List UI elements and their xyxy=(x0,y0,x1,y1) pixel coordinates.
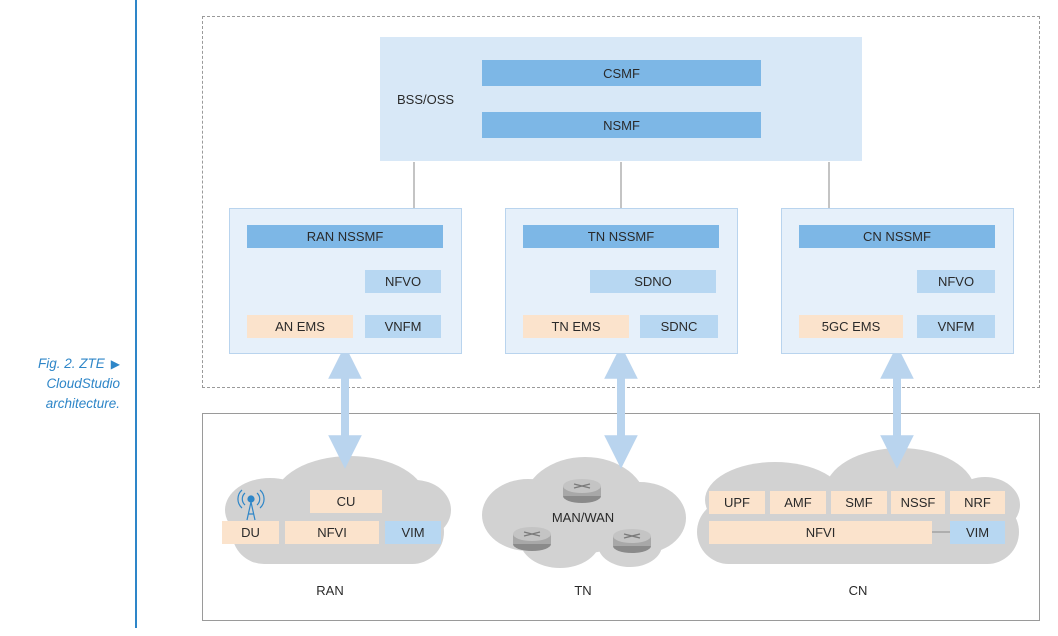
caption-line-2: CloudStudio xyxy=(46,376,120,391)
ran-nfvo-box: NFVO xyxy=(365,270,441,293)
nssf-box: NSSF xyxy=(891,491,945,514)
ran-vim-box: VIM xyxy=(385,521,441,544)
cn-domain-label: CN xyxy=(848,582,868,598)
nrf-box: NRF xyxy=(950,491,1005,514)
router-icon xyxy=(513,527,551,551)
interlayer-arrows xyxy=(328,345,914,469)
caption-line-1: Fig. 2. ZTE xyxy=(38,356,105,371)
bss-oss-panel xyxy=(380,37,862,161)
ran-nfvi-box: NFVI xyxy=(285,521,379,544)
tn-domain-label: TN xyxy=(574,582,592,598)
cn-vnfm-box: VNFM xyxy=(917,315,995,338)
fivegc-ems-box: 5GC EMS xyxy=(799,315,903,338)
cn-nfvo-box: NFVO xyxy=(917,270,995,293)
caption-line-3: architecture. xyxy=(45,396,120,411)
figure-caption: Fig. 2. ZTE ▶ CloudStudio architecture. xyxy=(8,354,120,414)
ran-domain-label: RAN xyxy=(316,582,344,598)
man-wan-label: MAN/WAN xyxy=(551,509,615,525)
tn-nssmf-title: TN NSSMF xyxy=(523,225,719,248)
router-icon xyxy=(563,479,601,503)
an-ems-box: AN EMS xyxy=(247,315,353,338)
caption-arrow-icon: ▶ xyxy=(110,357,120,371)
cu-box: CU xyxy=(310,490,382,513)
csmf-box: CSMF xyxy=(482,60,761,86)
tn-ems-box: TN EMS xyxy=(523,315,629,338)
ran-vnfm-box: VNFM xyxy=(365,315,441,338)
cn-nfvi-box: NFVI xyxy=(709,521,932,544)
cn-nssmf-title: CN NSSMF xyxy=(799,225,995,248)
nsmf-box: NSMF xyxy=(482,112,761,138)
sdno-box: SDNO xyxy=(590,270,716,293)
antenna-icon xyxy=(237,489,265,521)
caption-divider xyxy=(135,0,137,628)
sdnc-box: SDNC xyxy=(640,315,718,338)
router-icon xyxy=(613,529,651,553)
amf-box: AMF xyxy=(770,491,826,514)
cn-vim-box: VIM xyxy=(950,521,1005,544)
bss-oss-label: BSS/OSS xyxy=(397,92,455,107)
smf-box: SMF xyxy=(831,491,887,514)
ran-nssmf-title: RAN NSSMF xyxy=(247,225,443,248)
du-box: DU xyxy=(222,521,279,544)
upf-box: UPF xyxy=(709,491,765,514)
